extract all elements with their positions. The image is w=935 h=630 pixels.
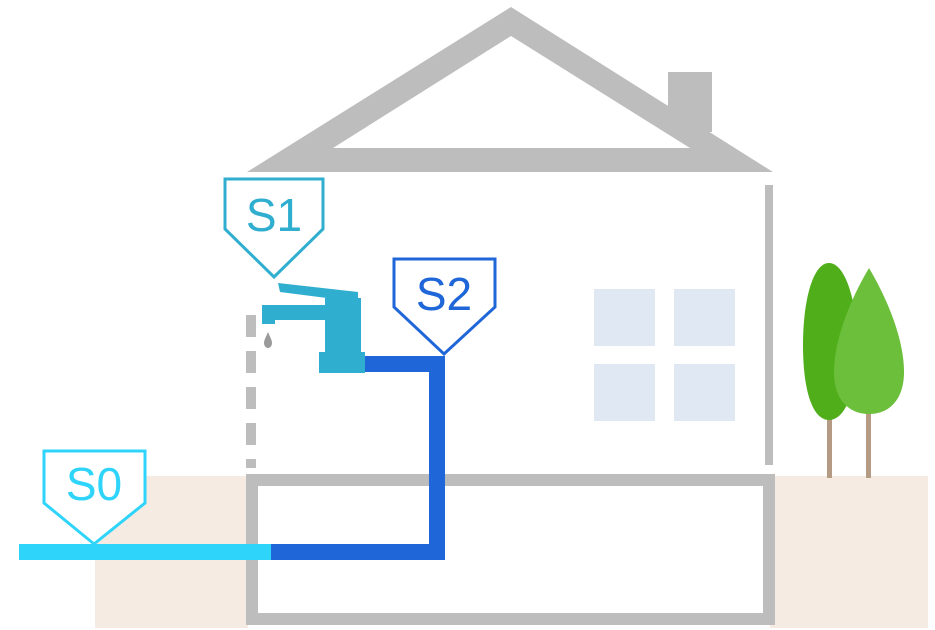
roof [247,7,773,172]
s0-label-text: S0 [66,458,122,510]
water-drop-icon [264,332,272,348]
tree-icon [834,268,904,478]
s1-label: S1 [223,177,325,280]
s2-label: S2 [392,257,497,357]
faucet-icon [262,283,365,373]
s1-label-text: S1 [246,189,302,241]
service-line-pipe [19,544,271,560]
s2-label-text: S2 [416,268,472,320]
window [594,289,735,421]
house-pipe [271,356,445,560]
ground-right [770,476,928,628]
s0-label: S0 [42,449,147,546]
